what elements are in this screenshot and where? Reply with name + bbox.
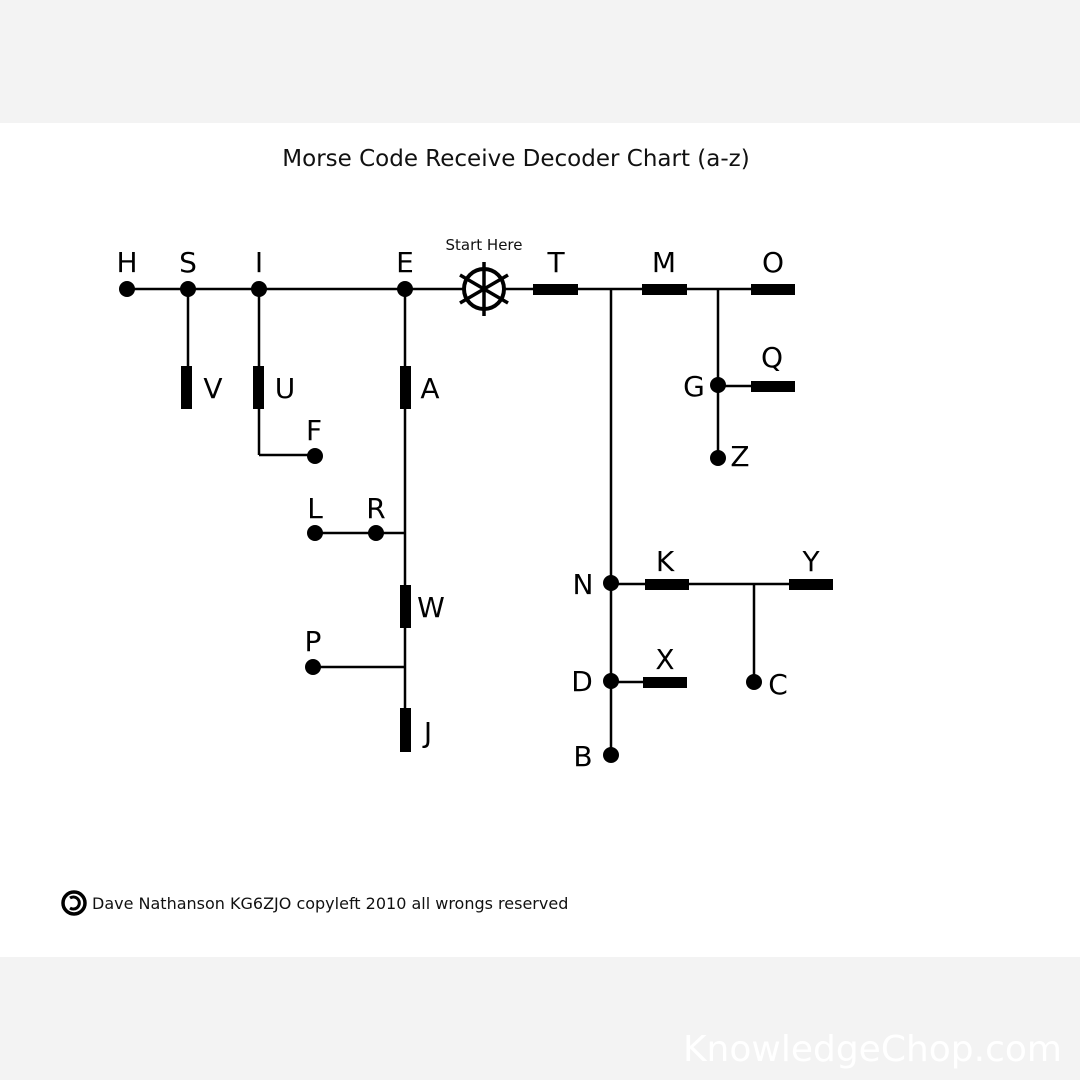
- label-R: R: [366, 492, 385, 525]
- label-J: J: [422, 716, 432, 749]
- dot-S: [180, 281, 196, 297]
- start-label: Start Here: [446, 236, 523, 254]
- label-M: M: [652, 246, 676, 279]
- dot-B: [603, 747, 619, 763]
- dot-L: [307, 525, 323, 541]
- dash-X: [643, 677, 687, 688]
- dash-T: [533, 284, 578, 295]
- dots: [119, 281, 762, 763]
- dot-H: [119, 281, 135, 297]
- dot-R: [368, 525, 384, 541]
- label-X: X: [655, 643, 674, 676]
- label-V: V: [203, 372, 222, 405]
- label-S: S: [179, 246, 197, 279]
- dash-M: [642, 284, 687, 295]
- dot-C: [746, 674, 762, 690]
- label-Q: Q: [761, 341, 783, 374]
- dash-W: [400, 585, 411, 628]
- label-Y: Y: [801, 545, 820, 578]
- label-D: D: [571, 665, 593, 698]
- dashes: [181, 284, 833, 752]
- letter-labels: H S I E T M O V U A F L R W P J G Q Z N …: [116, 246, 820, 773]
- dot-N: [603, 575, 619, 591]
- dash-A: [400, 366, 411, 409]
- label-G: G: [683, 370, 705, 403]
- label-C: C: [768, 668, 788, 701]
- label-K: K: [656, 545, 675, 578]
- label-B: B: [573, 740, 592, 773]
- label-T: T: [546, 246, 565, 279]
- dot-D: [603, 673, 619, 689]
- label-N: N: [573, 568, 594, 601]
- dot-P: [305, 659, 321, 675]
- copyleft-icon: [61, 890, 87, 916]
- label-H: H: [116, 246, 137, 279]
- dash-Q: [751, 381, 795, 392]
- label-Z: Z: [730, 440, 749, 473]
- dash-U: [253, 366, 264, 409]
- tree-lines: [127, 287, 833, 755]
- dot-G: [710, 377, 726, 393]
- chart-title: Morse Code Receive Decoder Chart (a-z): [282, 146, 749, 172]
- watermark: KnowledgeChop.com: [683, 1029, 1062, 1070]
- dash-V: [181, 366, 192, 409]
- dash-J: [400, 708, 411, 752]
- chart-area: [0, 123, 1080, 957]
- dot-Z: [710, 450, 726, 466]
- dot-I: [251, 281, 267, 297]
- dot-E: [397, 281, 413, 297]
- label-A: A: [420, 372, 439, 405]
- label-O: O: [762, 246, 784, 279]
- label-F: F: [306, 414, 322, 447]
- dot-F: [307, 448, 323, 464]
- label-U: U: [275, 372, 296, 405]
- dash-K: [645, 579, 689, 590]
- label-P: P: [305, 625, 322, 658]
- label-L: L: [307, 492, 323, 525]
- dash-Y: [789, 579, 833, 590]
- start-wheel-icon: [459, 262, 509, 316]
- label-E: E: [396, 246, 414, 279]
- label-W: W: [417, 591, 445, 624]
- label-I: I: [255, 246, 263, 279]
- dash-O: [751, 284, 795, 295]
- footer-credit: Dave Nathanson KG6ZJO copyleft 2010 all …: [92, 894, 568, 913]
